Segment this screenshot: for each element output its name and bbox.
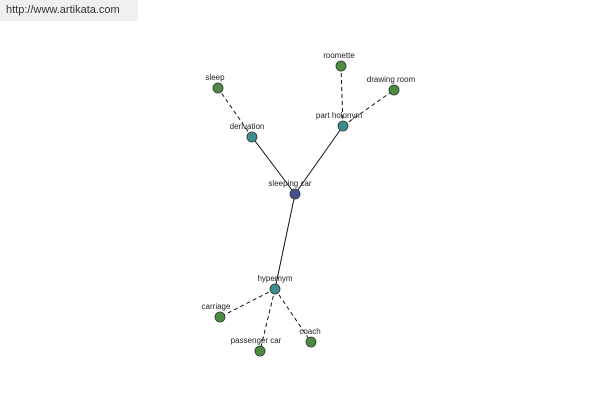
edge-part-holonym-to-roomette [340, 65, 344, 127]
edge-sleeping-car-to-part-holonym [294, 125, 344, 195]
node-coach[interactable]: coach [299, 327, 321, 348]
edge-hypernym-to-carriage [219, 288, 276, 318]
node-label-carriage: carriage [202, 302, 231, 311]
edge-derivation-to-sleep [217, 87, 253, 138]
node-marker-coach[interactable] [305, 336, 317, 348]
edge-part-holonym-to-drawing-room [342, 89, 395, 127]
node-derivation[interactable]: derivation [230, 122, 265, 143]
edge-hypernym-to-coach [274, 288, 312, 343]
node-label-part-holonym: part holonym [316, 111, 363, 120]
node-sleep[interactable]: sleep [205, 73, 225, 94]
node-marker-roomette[interactable] [335, 60, 347, 72]
node-roomette[interactable]: roomette [323, 51, 355, 72]
node-marker-derivation[interactable] [246, 131, 258, 143]
source-url[interactable]: http://www.artikata.com [0, 0, 138, 21]
node-label-hypernym: hypernym [257, 274, 292, 283]
node-marker-carriage[interactable] [214, 311, 226, 323]
node-label-sleep: sleep [205, 73, 225, 82]
node-label-drawing-room: drawing room [367, 75, 416, 84]
node-marker-sleeping-car[interactable] [289, 188, 301, 200]
node-marker-passenger-car[interactable] [254, 345, 266, 357]
node-hypernym[interactable]: hypernym [257, 274, 293, 295]
edge-sleeping-car-to-derivation [251, 136, 296, 195]
node-sleeping-car[interactable]: sleeping car [268, 179, 312, 200]
node-carriage[interactable]: carriage [202, 302, 231, 323]
node-label-sleeping-car: sleeping car [268, 179, 311, 188]
node-marker-part-holonym[interactable] [337, 120, 349, 132]
nodes-layer: sleeping car derivation part holonym hypern… [202, 51, 416, 357]
node-label-passenger-car: passenger car [231, 336, 282, 345]
edge-sleeping-car-to-hypernym [274, 193, 296, 290]
node-label-derivation: derivation [230, 122, 265, 131]
node-marker-sleep[interactable] [212, 82, 224, 94]
node-label-roomette: roomette [323, 51, 355, 60]
node-marker-drawing-room[interactable] [388, 84, 400, 96]
edge-hypernym-to-passenger-car [259, 288, 276, 352]
node-marker-hypernym[interactable] [269, 283, 281, 295]
node-drawing-room[interactable]: drawing room [367, 75, 416, 96]
edges-layer [217, 65, 395, 352]
node-part-holonym[interactable]: part holonym [316, 111, 363, 132]
node-label-coach: coach [299, 327, 320, 336]
node-passenger-car[interactable]: passenger car [231, 336, 282, 357]
